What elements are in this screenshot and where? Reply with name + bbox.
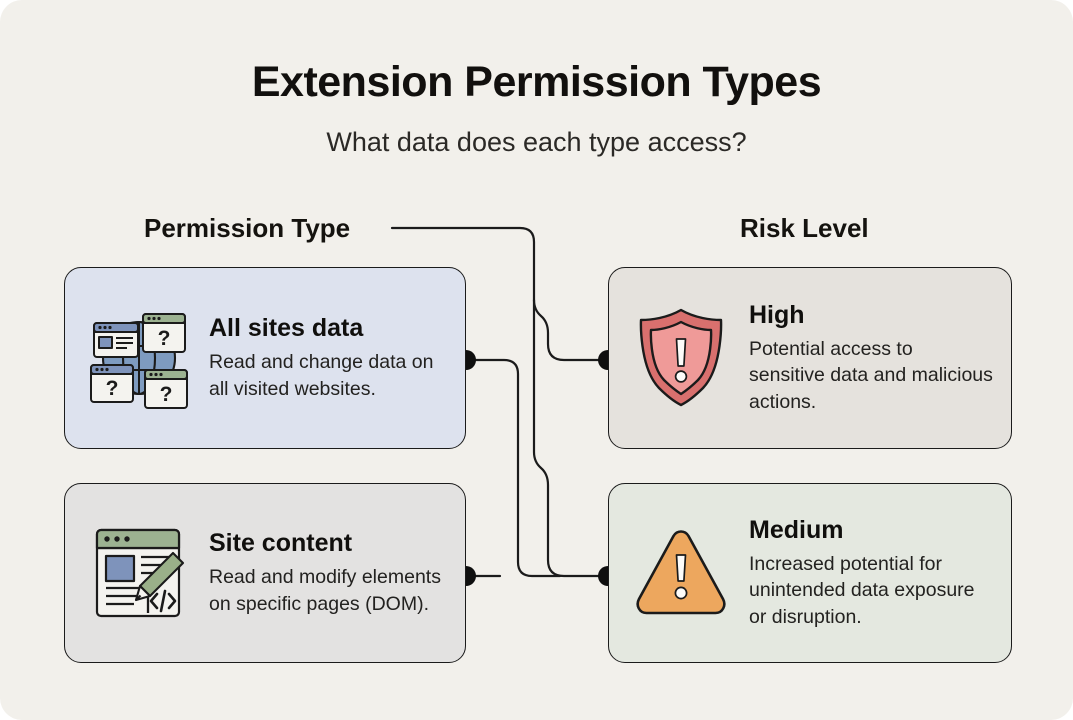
permission-card-site-content[interactable]: Site content Read and modify elements on…: [64, 483, 466, 663]
card-description: Read and change data on all visited webs…: [209, 350, 434, 400]
shield-exclamation-icon: [631, 302, 731, 414]
page-title: Extension Permission Types: [251, 58, 822, 106]
svg-text:?: ?: [160, 383, 173, 406]
svg-text:?: ?: [106, 377, 119, 400]
warning-triangle-icon: [631, 517, 731, 629]
connector-all-sites-to-medium: [470, 358, 562, 578]
card-description: Read and modify elements on specific pag…: [209, 565, 441, 615]
column-header-risk-level: Risk Level: [740, 213, 869, 243]
card-text-block: All sites data Read and change data on a…: [209, 314, 447, 402]
card-title: Medium: [749, 515, 844, 544]
document-pencil-code-icon: [87, 517, 191, 629]
permission-card-all-sites-data[interactable]: ? ?: [64, 267, 466, 449]
card-title: High: [749, 300, 805, 329]
card-text-block: High Potential access to sensitive data …: [749, 301, 993, 416]
svg-text:?: ?: [158, 327, 171, 350]
card-title: Site content: [209, 528, 353, 557]
connector-trunk-upper: [532, 298, 600, 362]
card-title: All sites data: [209, 313, 364, 342]
risk-card-high[interactable]: High Potential access to sensitive data …: [608, 267, 1012, 449]
page-subtitle: What data does each type access?: [326, 127, 747, 157]
globe-browser-windows-icon: ? ?: [87, 302, 191, 414]
column-header-permission-type: Permission Type: [144, 213, 351, 243]
card-text-block: Medium Increased potential for unintende…: [749, 516, 993, 631]
card-description: Potential access to sensitive data and m…: [749, 337, 993, 413]
card-description: Increased potential for unintended data …: [749, 552, 975, 628]
risk-card-medium[interactable]: Medium Increased potential for unintende…: [608, 483, 1012, 663]
card-text-block: Site content Read and modify elements on…: [209, 529, 447, 617]
connector-trunk-lower: [532, 298, 600, 578]
